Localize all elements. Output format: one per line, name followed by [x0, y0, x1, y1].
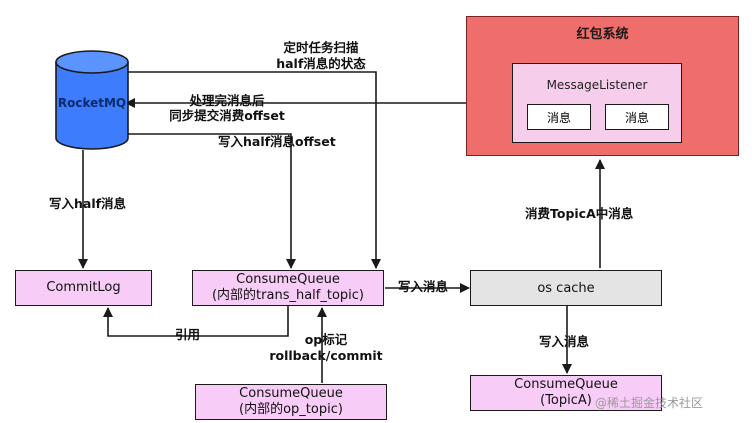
consumequeue-topica-subtitle: (TopicA)	[540, 393, 592, 408]
os-cache-box: os cache	[470, 270, 662, 306]
label-scan-line2: half消息的状态	[276, 56, 366, 71]
edge-reference	[103, 306, 289, 337]
label-op-mark-line1: op标记	[304, 332, 348, 347]
watermark: @稀土掘金技术社区	[595, 396, 704, 410]
edge-write-half-offset	[126, 133, 296, 269]
label-scan-line1: 定时任务扫描	[283, 40, 359, 55]
rocketmq-label: RocketMQ	[57, 96, 127, 110]
label-write-message: 写入消息	[398, 279, 449, 294]
consumequeue-half-subtitle: (内部的trans_half_topic)	[211, 288, 365, 303]
label-commit-line1: 处理完消息后	[189, 93, 265, 108]
consumequeue-half-title: ConsumeQueue	[236, 272, 340, 287]
os-cache-label: os cache	[537, 280, 595, 296]
consumequeue-half-box: ConsumeQueue (内部的trans_half_topic)	[192, 270, 384, 306]
label-write-half-offset: 写入half消息offset	[218, 134, 336, 149]
rocketmq-database-icon	[55, 50, 129, 150]
message-box-b: 消息	[605, 104, 669, 130]
red-envelope-system-title: 红包系统	[576, 27, 629, 42]
message-listener-title: MessageListener	[546, 78, 648, 92]
label-commit-line2: 同步提交消费offset	[169, 108, 285, 123]
label-consume-topica: 消费TopicA中消息	[525, 206, 634, 221]
consumequeue-op-box: ConsumeQueue (内部的op_topic)	[195, 384, 387, 420]
message-box-a: 消息	[527, 104, 591, 130]
message-listener: MessageListener 消息 消息	[512, 63, 682, 143]
edge-scan-half-status	[128, 71, 381, 269]
consumequeue-topica-box: ConsumeQueue (TopicA)	[470, 375, 662, 411]
label-write-message-2: 写入消息	[539, 334, 590, 349]
consumequeue-op-subtitle: (内部的op_topic)	[239, 402, 343, 417]
label-write-half-message: 写入half消息	[49, 196, 127, 211]
consumequeue-topica-title: ConsumeQueue	[514, 377, 618, 392]
label-op-mark-line2: rollback/commit	[269, 348, 383, 363]
commitlog-label: CommitLog	[46, 280, 121, 295]
label-reference: 引用	[175, 327, 201, 342]
commitlog-box: CommitLog	[15, 270, 152, 306]
consumequeue-op-title: ConsumeQueue	[239, 386, 343, 401]
